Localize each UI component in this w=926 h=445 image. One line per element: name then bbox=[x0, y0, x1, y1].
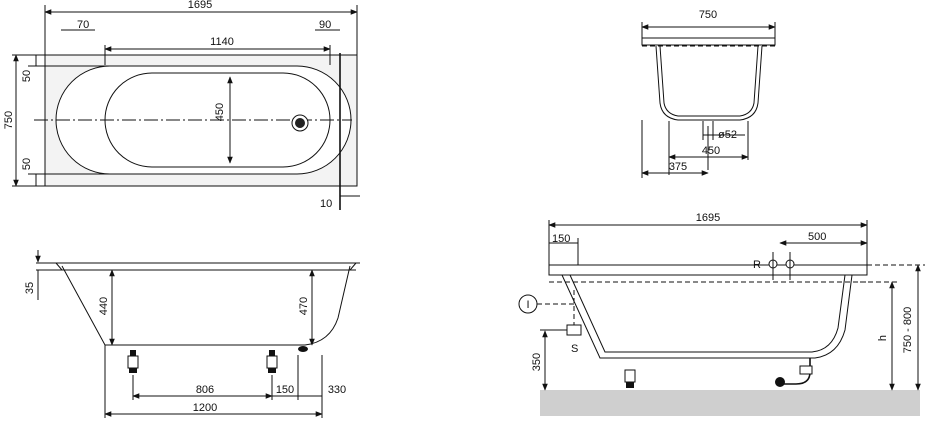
install-view-height-range-label: 750 - 800 bbox=[902, 307, 914, 353]
install-view-drain-siphon bbox=[775, 358, 813, 387]
top-view-edge-label: 10 bbox=[320, 198, 332, 210]
install-view-body bbox=[561, 274, 853, 359]
side-view: 35 440 470 806 150 330 1200 bbox=[24, 250, 360, 418]
side-view-bottom-length-label: 1200 bbox=[193, 402, 217, 414]
side-view-left-foot bbox=[127, 350, 139, 373]
install-view-fitting-offset-label: 500 bbox=[808, 231, 826, 243]
install-view-left-offset-label: 150 bbox=[552, 233, 570, 245]
install-view-label-s: S bbox=[571, 343, 578, 355]
side-view-depth-right-label: 470 bbox=[298, 297, 310, 315]
top-view-overall-length-label: 1695 bbox=[188, 0, 212, 11]
side-view-foot-spacing-label: 806 bbox=[196, 384, 214, 396]
install-view-floor-height-label: 350 bbox=[531, 353, 543, 371]
install-view-left-foot bbox=[624, 369, 636, 388]
side-view-depth-left-label: 440 bbox=[98, 297, 110, 315]
install-view-label-r: R bbox=[753, 259, 761, 271]
top-view-left-offset-label: 70 bbox=[77, 19, 89, 31]
top-view-inner-length-label: 1140 bbox=[210, 36, 234, 48]
end-view: 750 ø52 450 375 bbox=[641, 9, 776, 178]
end-view-body bbox=[655, 45, 763, 121]
side-view-right-foot bbox=[266, 350, 278, 373]
top-view-right-offset-label: 90 bbox=[319, 19, 331, 31]
side-view-drain-offset-label: 330 bbox=[328, 384, 346, 396]
top-view-margin-top-label: 50 bbox=[21, 70, 33, 82]
side-view-foot-offset-label: 150 bbox=[276, 384, 294, 396]
top-view-margin-bottom-label: 50 bbox=[21, 158, 33, 170]
install-view-rim bbox=[548, 264, 868, 276]
side-view-rim-label: 35 bbox=[24, 282, 36, 294]
top-view-width-label: 750 bbox=[3, 111, 15, 129]
top-view: 1695 70 90 1140 750 50 50 450 10 bbox=[3, 0, 360, 210]
install-view-floor bbox=[540, 390, 920, 416]
end-view-rim bbox=[641, 37, 776, 46]
end-view-width-label: 750 bbox=[699, 9, 717, 21]
end-view-drain-offset-label: 375 bbox=[669, 161, 687, 173]
install-view-length-label: 1695 bbox=[696, 212, 720, 224]
end-view-drain-diameter-label: ø52 bbox=[718, 129, 737, 141]
install-view-label-i: I bbox=[526, 299, 529, 311]
install-view: 1695 150 500 R I S 350 bbox=[518, 212, 925, 416]
install-view-height-h-label: h bbox=[877, 335, 889, 341]
end-view-bottom-width-label: 450 bbox=[702, 145, 720, 157]
install-view-overflow-s bbox=[566, 324, 582, 336]
top-view-inner-width-label: 450 bbox=[214, 103, 226, 121]
side-view-body bbox=[61, 265, 351, 346]
